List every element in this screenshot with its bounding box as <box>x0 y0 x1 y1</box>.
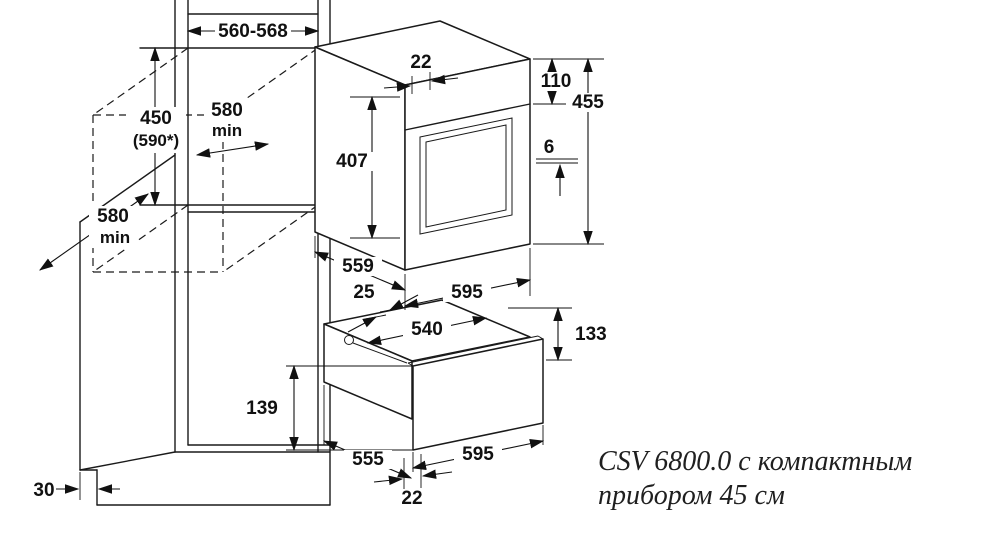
drawer-front-panel <box>412 338 544 451</box>
dim-panel-height-label: 110 <box>541 71 572 92</box>
oven-door-window-inner <box>425 124 507 228</box>
caption: CSV 6800.0 с компактным прибором 45 см <box>598 446 912 511</box>
caption-line-2: прибором 45 см <box>598 480 785 511</box>
dim-drawer-width-label: 595 <box>462 444 494 465</box>
dim-niche-width-label: 560-568 <box>218 21 288 42</box>
dim-oven-body-depth: 559 <box>313 236 407 310</box>
oven-front-face <box>404 58 531 271</box>
dim-drawer-body-depth-label: 555 <box>352 449 384 470</box>
dim-niche-depth-label: 580 <box>211 100 243 121</box>
oven-control-panel-line <box>404 103 531 131</box>
dim-side-gap: 6 <box>536 137 578 196</box>
dim-niche-depth-min-label: min <box>212 121 242 140</box>
dim-side-gap-label: 6 <box>544 137 555 158</box>
dim-drawer-width: 595 <box>411 425 545 472</box>
dim-plinth-recess: 30 <box>33 472 120 501</box>
dim-top-gap: 22 <box>383 52 459 94</box>
oven-door-window-outer <box>419 117 513 235</box>
dim-top-gap-label: 22 <box>410 52 431 73</box>
dim-panel-height: 110 <box>533 57 604 106</box>
dim-bottom-gap-label: 22 <box>401 488 422 509</box>
dim-drawer-setback-label: 25 <box>353 282 375 303</box>
dim-cabinet-depth: 580 min <box>39 193 149 271</box>
caption-line-1: CSV 6800.0 с компактным <box>598 446 912 477</box>
dim-niche-height-alt-label: (590*) <box>133 131 179 150</box>
dim-drawer-front-height-label: 139 <box>246 398 278 419</box>
dim-drawer-setback: 25 <box>347 282 419 333</box>
dim-drawer-body-width: 540 <box>366 316 488 345</box>
dim-niche-depth: 580 min <box>195 100 270 158</box>
dim-plinth-recess-label: 30 <box>33 480 54 501</box>
dim-niche-width: 560-568 <box>186 20 320 42</box>
dim-bottom-gap: 22 <box>373 454 453 509</box>
dim-drawer-height: 133 <box>508 306 607 362</box>
dim-niche-height: 450 (590*) <box>126 46 186 207</box>
dim-oven-body-height: 407 <box>329 95 400 240</box>
dim-oven-body-depth-label: 559 <box>342 256 374 277</box>
drawer-body-side-face <box>323 323 413 420</box>
dim-drawer-body-width-label: 540 <box>411 319 443 340</box>
dim-drawer-body-depth: 555 <box>322 385 413 479</box>
dim-drawer-height-label: 133 <box>575 324 607 345</box>
dim-oven-height-label: 455 <box>572 92 604 113</box>
dim-cabinet-depth-min-label: min <box>100 228 130 247</box>
dimension-annotations: 560-568 450 (590*) 580 min 580 min 22 <box>33 20 610 509</box>
dim-niche-height-label: 450 <box>140 108 172 129</box>
dim-oven-body-height-label: 407 <box>336 151 368 172</box>
dim-cabinet-depth-label: 580 <box>97 206 129 227</box>
drawer-bracket-icon <box>344 335 354 345</box>
dim-oven-width-label: 595 <box>451 282 483 303</box>
dim-oven-width: 595 <box>403 248 532 308</box>
dim-oven-height: 455 <box>533 57 610 246</box>
cabinet-drawing <box>79 0 331 506</box>
